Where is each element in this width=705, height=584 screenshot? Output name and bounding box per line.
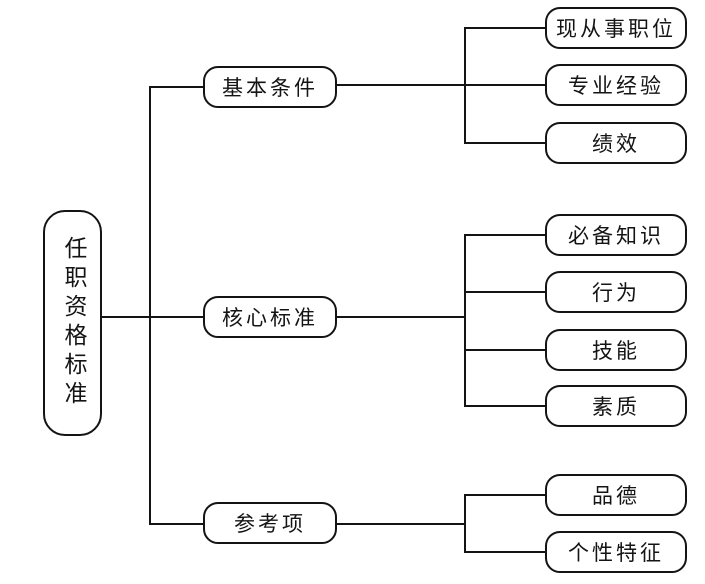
node-leaf-label: 品德 bbox=[592, 484, 640, 508]
node-leaf-current-position: 现从事职位 bbox=[545, 7, 687, 49]
connector-root-to-core bbox=[102, 316, 203, 318]
node-branch-label: 基本条件 bbox=[222, 76, 318, 100]
node-leaf-label: 现从事职位 bbox=[556, 17, 676, 41]
connector-reference-vertical bbox=[464, 494, 466, 553]
node-branch-label: 核心标准 bbox=[222, 306, 318, 330]
node-leaf-quality: 素质 bbox=[545, 385, 687, 427]
node-leaf-professional-experience: 专业经验 bbox=[545, 64, 687, 106]
node-leaf-skills: 技能 bbox=[545, 329, 687, 371]
connector-core-to-leaf4 bbox=[464, 405, 545, 407]
node-branch-reference-items: 参考项 bbox=[203, 502, 337, 544]
node-leaf-label: 个性特征 bbox=[568, 541, 664, 565]
node-leaf-label: 专业经验 bbox=[568, 74, 664, 98]
node-leaf-behavior: 行为 bbox=[545, 271, 687, 313]
connector-reference-main bbox=[337, 523, 466, 525]
connector-trunk-vertical bbox=[149, 86, 151, 525]
node-leaf-label: 必备知识 bbox=[568, 224, 664, 248]
node-leaf-performance: 绩效 bbox=[545, 122, 687, 164]
node-root-qualification-standards: 任职资格标准 bbox=[43, 210, 102, 436]
node-leaf-label: 素质 bbox=[592, 395, 640, 419]
connector-basic-main bbox=[337, 84, 545, 86]
connector-core-to-leaf3 bbox=[464, 349, 545, 351]
connector-reference-to-leaf2 bbox=[464, 551, 545, 553]
connector-core-main bbox=[337, 316, 466, 318]
connector-trunk-to-reference bbox=[149, 523, 203, 525]
node-branch-label: 参考项 bbox=[234, 512, 306, 536]
node-leaf-label: 绩效 bbox=[592, 132, 640, 156]
node-branch-basic-conditions: 基本条件 bbox=[203, 66, 337, 108]
connector-core-to-leaf1 bbox=[464, 234, 545, 236]
connector-basic-vertical bbox=[464, 27, 466, 144]
connector-basic-to-leaf1 bbox=[464, 27, 545, 29]
node-leaf-personality-traits: 个性特征 bbox=[545, 531, 687, 573]
connector-core-vertical bbox=[464, 234, 466, 407]
node-leaf-label: 行为 bbox=[592, 281, 640, 305]
connector-reference-to-leaf1 bbox=[464, 494, 545, 496]
node-leaf-required-knowledge: 必备知识 bbox=[545, 214, 687, 256]
node-branch-core-standards: 核心标准 bbox=[203, 296, 337, 338]
connector-core-to-leaf2 bbox=[464, 291, 545, 293]
connector-trunk-to-basic bbox=[149, 86, 203, 88]
node-leaf-label: 技能 bbox=[592, 339, 640, 363]
connector-basic-to-leaf3 bbox=[464, 142, 545, 144]
node-leaf-moral-character: 品德 bbox=[545, 474, 687, 516]
node-root-label: 任职资格标准 bbox=[60, 236, 86, 410]
